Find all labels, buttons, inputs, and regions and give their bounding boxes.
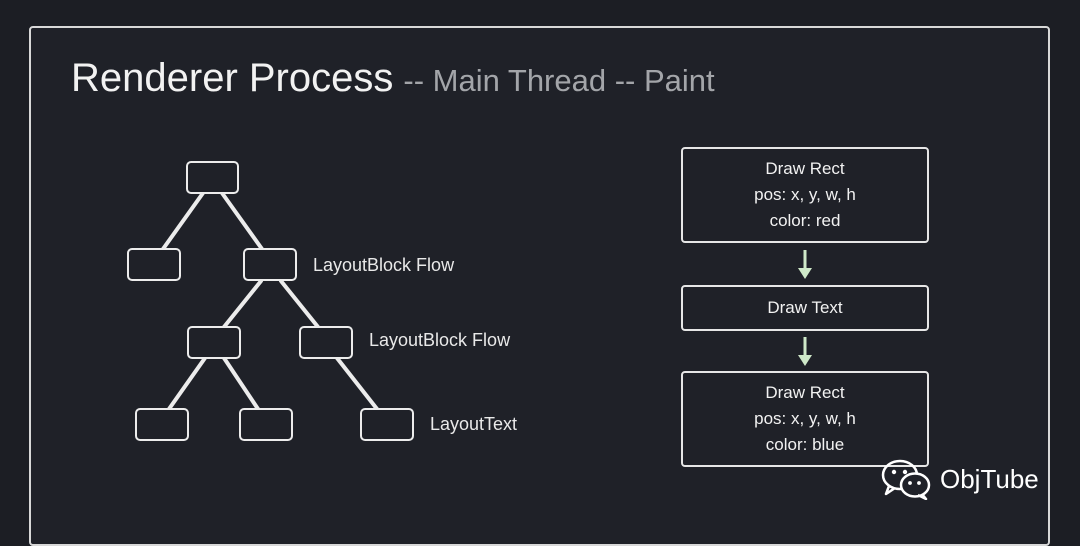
- paint-op-draw-rect-red: Draw Rect pos: x, y, w, h color: red: [681, 147, 929, 243]
- tree-edges: [161, 191, 379, 411]
- paint-op-draw-rect-blue: Draw Rect pos: x, y, w, h color: blue: [681, 371, 929, 467]
- tree-node-c: [187, 326, 241, 359]
- label-layoutblock-flow-1: LayoutBlock Flow: [313, 255, 455, 275]
- paint-op-color: color: blue: [765, 435, 845, 454]
- tree-node-leaf-2: [239, 408, 293, 441]
- edge-c-right: [222, 356, 260, 411]
- paint-op-name: Draw Rect: [765, 159, 845, 178]
- label-layoutblock-flow-2: LayoutBlock Flow: [369, 330, 511, 350]
- paint-op-pos: pos: x, y, w, h: [754, 185, 856, 204]
- edge-d-down: [335, 356, 379, 411]
- paint-op-pos: pos: x, y, w, h: [754, 409, 856, 428]
- wechat-icon: [881, 459, 931, 500]
- brand-name: ObjTube: [940, 463, 1039, 494]
- brand-watermark: ObjTube: [880, 458, 1039, 500]
- tree-node-text: [360, 408, 414, 441]
- edge-b-right: [279, 279, 320, 329]
- tree-node-left: [127, 248, 181, 281]
- edge-root-right: [220, 191, 264, 251]
- slide-title: Renderer Process -- Main Thread -- Paint: [71, 56, 715, 101]
- title-sub: -- Main Thread -- Paint: [403, 63, 715, 98]
- edge-c-left: [167, 356, 207, 411]
- paint-op-name: Draw Rect: [765, 383, 845, 402]
- arrow-down-icon: [798, 337, 812, 366]
- paint-op-draw-text: Draw Text: [681, 285, 929, 331]
- label-layouttext: LayoutText: [430, 414, 518, 434]
- edge-root-left: [161, 191, 205, 251]
- tree-node-block-1: [243, 248, 297, 281]
- edge-b-left: [222, 279, 263, 329]
- layout-tree: [127, 161, 414, 441]
- tree-node-leaf-1: [135, 408, 189, 441]
- paint-op-name: Draw Text: [767, 298, 843, 317]
- tree-nodes: [127, 161, 414, 441]
- arrow-down-icon: [798, 250, 812, 279]
- paint-op-color: color: red: [769, 211, 841, 230]
- tree-node-block-2: [299, 326, 353, 359]
- tree-node-root: [186, 161, 239, 194]
- title-main: Renderer Process: [71, 56, 394, 100]
